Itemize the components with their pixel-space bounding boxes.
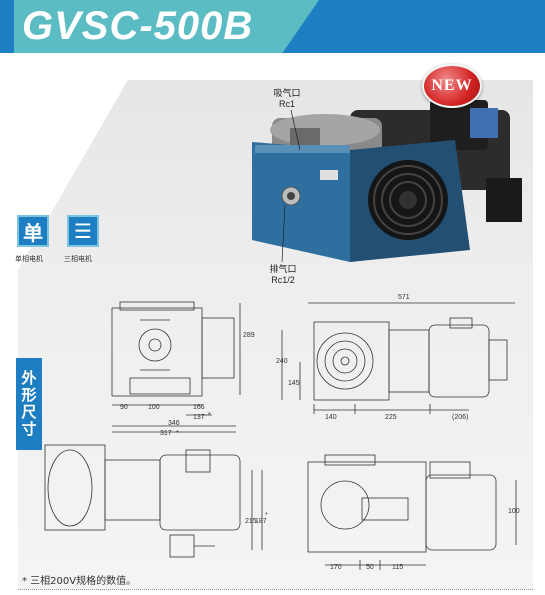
dim-90: 90 bbox=[120, 404, 128, 411]
dimensions-section-text: 外形尺寸 bbox=[19, 370, 38, 438]
single-phase-label: 单相电机 bbox=[15, 255, 43, 263]
single-phase-motor-icon: 单 bbox=[17, 215, 49, 247]
intake-spec: Rc1 bbox=[278, 99, 295, 109]
dim-145: 145 bbox=[288, 380, 300, 387]
top-view-drawing bbox=[44, 444, 263, 558]
dim-100-bottom: 100 bbox=[508, 508, 520, 515]
intake-label: 吸气口 bbox=[273, 88, 301, 98]
dim-137-star: * bbox=[208, 412, 211, 419]
dim-187-star: * bbox=[265, 512, 268, 519]
three-phase-motor-icon: ☰ bbox=[67, 215, 99, 247]
side-view-drawing bbox=[281, 302, 515, 414]
dim-206: (206) bbox=[452, 414, 469, 421]
header-banner: GVSC-500B bbox=[0, 0, 545, 53]
front-view-drawing bbox=[111, 301, 241, 433]
exhaust-label: 排气口 bbox=[269, 264, 297, 274]
dim-187: 187 bbox=[255, 518, 267, 525]
dim-137: 137 bbox=[193, 414, 205, 421]
single-phase-glyph: 单 bbox=[23, 220, 43, 245]
dim-50: 50 bbox=[366, 564, 374, 571]
dim-317: 317 bbox=[160, 430, 172, 437]
bottom-divider bbox=[18, 589, 533, 590]
dim-215: 215 bbox=[245, 518, 257, 525]
dim-140: 140 bbox=[325, 414, 337, 421]
header-teal-band bbox=[14, 0, 319, 53]
dim-346: 346 bbox=[168, 420, 180, 427]
dim-100: 100 bbox=[148, 404, 160, 411]
dimensions-section-tab: 外形尺寸 bbox=[16, 358, 42, 450]
product-title: GVSC-500B bbox=[22, 4, 254, 48]
dim-225: 225 bbox=[385, 414, 397, 421]
bottom-view-drawing bbox=[307, 454, 517, 570]
dim-170: 170 bbox=[330, 564, 342, 571]
dim-115: 115 bbox=[392, 564, 404, 571]
dim-240: 240 bbox=[276, 358, 288, 365]
new-badge: NEW bbox=[422, 64, 482, 108]
dim-166: 166 bbox=[193, 404, 205, 411]
dim-571: 571 bbox=[398, 294, 410, 301]
exhaust-spec: Rc1/2 bbox=[271, 275, 295, 285]
dim-289: 289 bbox=[243, 332, 255, 339]
dim-317-star: * bbox=[176, 430, 179, 437]
three-phase-glyph: ☰ bbox=[74, 219, 92, 243]
footnote: * 三相200V规格的数值。 bbox=[22, 576, 137, 587]
new-badge-text: NEW bbox=[431, 77, 473, 94]
three-phase-label: 三相电机 bbox=[64, 255, 92, 263]
